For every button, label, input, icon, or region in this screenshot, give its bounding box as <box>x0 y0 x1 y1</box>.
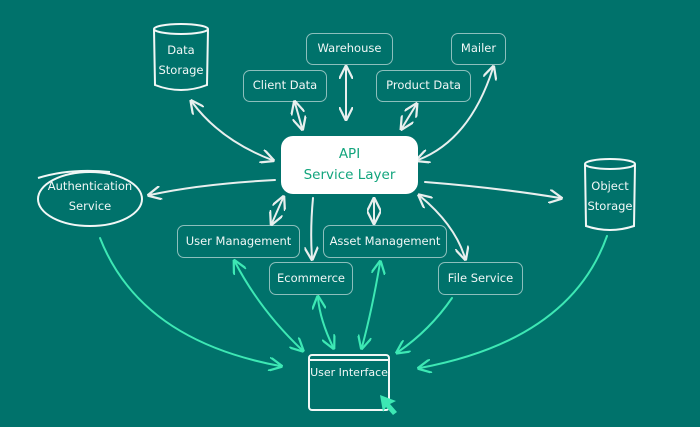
arrow-ecommerce-ui <box>318 298 333 347</box>
auth-service-ellipse-shape <box>37 169 143 227</box>
arrow-api-auth <box>150 179 276 195</box>
object-storage-line1: Object <box>591 179 629 193</box>
client-data-node[interactable]: Client Data <box>243 70 327 102</box>
user-management-node[interactable]: User Management <box>177 225 300 258</box>
asset-management-label: Asset Management <box>329 233 441 248</box>
arrow-api-client-data <box>295 103 302 128</box>
user-interface-window-shape <box>308 354 390 411</box>
data-storage-cylinder-shape <box>153 23 209 91</box>
arrow-api-user-mgmt <box>272 198 283 223</box>
mouse-pointer-icon <box>380 395 397 415</box>
arrow-file-service-ui <box>398 297 453 352</box>
data-storage-line2: Storage <box>158 63 204 78</box>
data-storage-line1: Data <box>167 43 195 57</box>
user-interface-label: User Interface <box>310 366 388 379</box>
api-service-layer-node[interactable]: API Service Layer <box>281 136 418 194</box>
arrow-user-mgmt-ui <box>235 262 302 350</box>
arrow-auth-ui <box>99 237 280 366</box>
auth-service-line1: Authentication <box>47 179 133 193</box>
client-data-label: Client Data <box>252 78 318 93</box>
file-service-label: File Service <box>447 270 514 285</box>
user-management-label: User Management <box>185 233 292 248</box>
object-storage-line2: Storage <box>587 199 633 214</box>
warehouse-node[interactable]: Warehouse <box>306 33 393 65</box>
asset-management-node[interactable]: Asset Management <box>323 225 447 258</box>
api-title: API <box>338 146 361 163</box>
user-interface-node[interactable]: User Interface <box>309 363 389 382</box>
mailer-label: Mailer <box>460 41 497 56</box>
product-data-label: Product Data <box>386 78 461 93</box>
object-storage-node[interactable]: Object Storage <box>585 176 635 216</box>
auth-service-line2: Service <box>68 199 112 214</box>
arrow-object-storage-ui <box>420 235 608 368</box>
mailer-node[interactable]: Mailer <box>451 33 506 65</box>
file-service-node[interactable]: File Service <box>438 262 523 295</box>
ecommerce-node[interactable]: Ecommerce <box>269 262 353 295</box>
arrow-api-product-data <box>402 105 416 128</box>
api-subtitle: Service Layer <box>303 167 396 183</box>
data-storage-node[interactable]: Data Storage <box>154 40 208 80</box>
ecommerce-label: Ecommerce <box>277 270 345 285</box>
product-data-node[interactable]: Product Data <box>376 70 471 102</box>
arrow-api-mailer <box>418 68 493 160</box>
arrow-asset-mgmt-ui <box>362 263 380 347</box>
object-storage-cylinder-shape <box>584 158 636 231</box>
warehouse-label: Warehouse <box>317 41 382 56</box>
arrow-api-data-storage <box>192 102 272 160</box>
arrow-api-object-storage <box>424 181 560 198</box>
arrow-api-file-service <box>420 196 465 258</box>
arrow-api-ecommerce <box>311 197 313 258</box>
auth-service-node[interactable]: Authentication Service <box>38 176 142 216</box>
